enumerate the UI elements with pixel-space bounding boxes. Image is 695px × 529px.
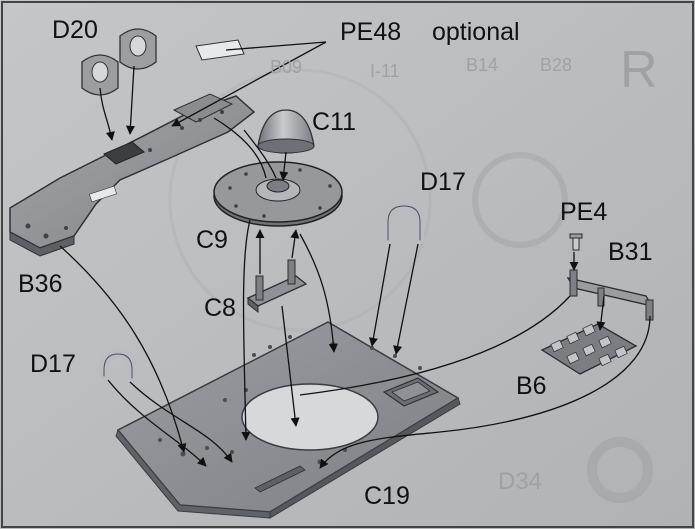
label-b6: B6 [516,372,547,400]
label-c19: C19 [364,482,410,510]
label-d20: D20 [52,16,98,44]
label-d17-left: D17 [30,350,76,378]
label-d17-top: D17 [420,168,466,196]
label-c11: C11 [312,108,357,136]
b31-bar [566,269,654,321]
d20-rings [81,28,157,96]
watermark-b28: B28 [540,55,573,75]
c8-bracket [246,259,308,314]
assembly-leader-lines [59,41,651,469]
label-b31: B31 [608,238,653,266]
c11-dome [257,109,315,154]
background-watermark-shapes [168,68,653,503]
watermark-r: R [620,41,658,99]
b36-beam [9,93,256,257]
label-c8: C8 [204,294,236,322]
label-pe4: PE4 [560,198,608,226]
label-pe48: PE48 [340,18,402,46]
label-b36: B36 [18,270,63,298]
watermark-d34: D34 [498,468,543,495]
b6-track-links [540,323,638,375]
watermark-b09: B09 [270,57,303,77]
watermark-i11: I-11 [370,61,400,81]
label-optional: optional [432,18,520,46]
label-c9: C9 [196,226,228,254]
watermark-b14: B14 [466,55,499,75]
c9-disc [213,161,343,227]
pe48-plate [195,39,245,61]
pe4-pin [569,233,583,251]
